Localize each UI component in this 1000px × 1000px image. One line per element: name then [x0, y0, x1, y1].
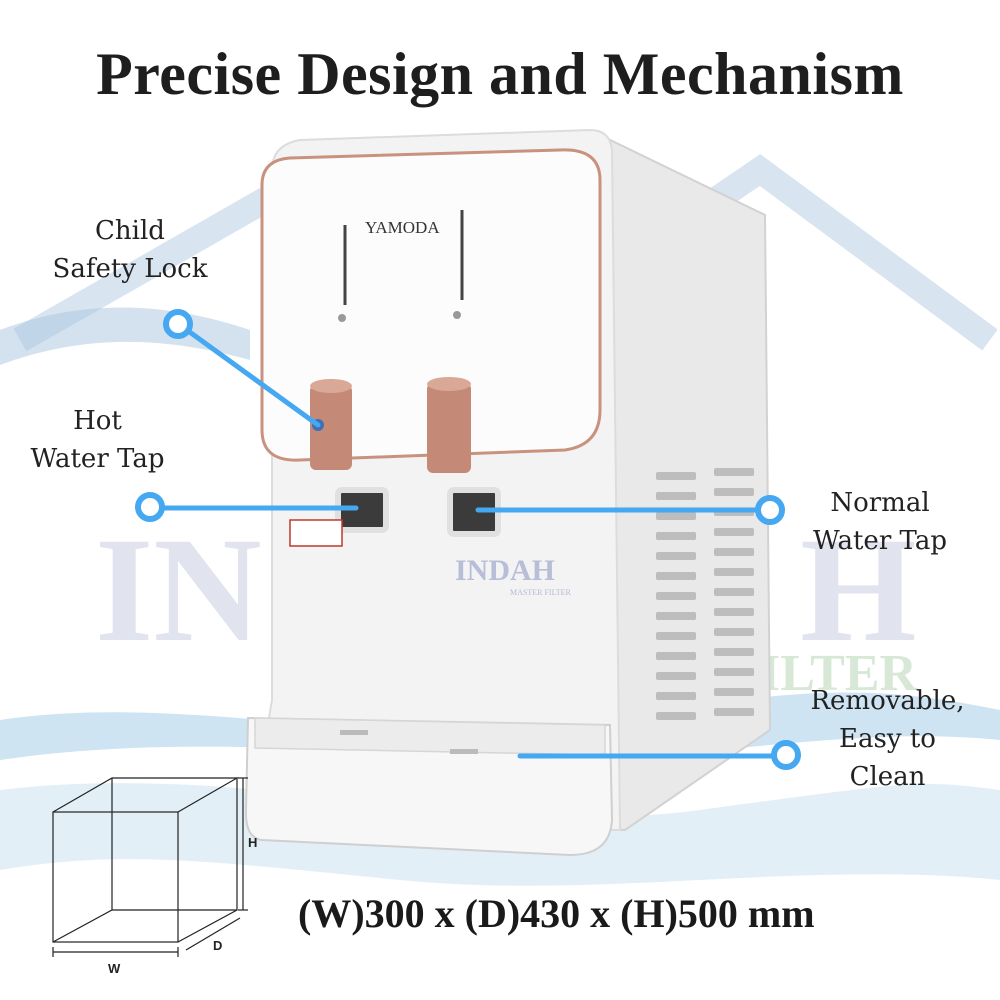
- child-lock-label-line2: Safety Lock: [52, 254, 208, 284]
- side-vent-slat: [656, 712, 696, 720]
- watermark-logo-text: INDAH: [455, 554, 555, 587]
- side-vent-slat: [714, 708, 754, 716]
- side-vent-slat: [714, 628, 754, 636]
- water-dispenser-illustration: YAMODA: [244, 128, 772, 857]
- tray-label-line1: Removable,: [810, 686, 965, 716]
- cube-w-label: W: [108, 961, 121, 976]
- side-vent-slat: [714, 608, 754, 616]
- side-vents: [656, 468, 754, 720]
- side-vent-slat: [714, 568, 754, 576]
- child-lock-label-line1: Child: [95, 216, 165, 246]
- child-lock-callout-line: [177, 322, 321, 428]
- dimensions-text: (W)300 x (D)430 x (H)500 mm: [298, 891, 815, 936]
- warning-sticker: [289, 519, 343, 547]
- child-lock-callout-dot: [163, 309, 193, 339]
- drip-tray-grill: [254, 717, 606, 756]
- side-vent-slat: [656, 652, 696, 660]
- side-vent-slat: [714, 688, 754, 696]
- normal-indicator-dot: [453, 311, 461, 319]
- tray-slot-left: [340, 730, 368, 735]
- side-vent-slat: [656, 492, 696, 500]
- side-vent-slat: [656, 692, 696, 700]
- hot-indicator-dot: [338, 314, 346, 322]
- side-vent-slat: [656, 472, 696, 480]
- tray-label-line3: Clean: [849, 762, 926, 792]
- side-vent-slat: [656, 612, 696, 620]
- normal-tap-label-line2: Water Tap: [813, 526, 947, 556]
- dispenser-side-panel: [598, 133, 772, 831]
- side-vent-slat: [656, 512, 696, 520]
- tray-label: Removable, Easy to Clean: [800, 682, 975, 796]
- hot-tap-top: [310, 379, 352, 393]
- hot-tap: [310, 385, 352, 470]
- cube-d-label: D: [213, 938, 222, 953]
- side-vent-slat: [714, 668, 754, 676]
- dimension-cube-icon: [52, 777, 248, 957]
- side-vent-slat: [656, 552, 696, 560]
- side-vent-slat: [714, 588, 754, 596]
- side-vent-slat: [714, 548, 754, 556]
- tray-label-line2: Easy to: [839, 724, 936, 754]
- hot-tap-callout-dot: [135, 492, 165, 522]
- normal-tap-label-line1: Normal: [830, 488, 930, 518]
- normal-tap-callout-dot: [755, 495, 785, 525]
- side-vent-slat: [656, 632, 696, 640]
- side-vent-slat: [714, 648, 754, 656]
- watermark-letters: IN H: [95, 507, 917, 673]
- watermark-logo-subtitle: MASTER FILTER: [510, 588, 571, 597]
- tray-slot-right: [450, 749, 478, 754]
- hot-tap-label: Hot Water Tap: [10, 402, 185, 478]
- side-vent-slat: [714, 468, 754, 476]
- side-vent-slat: [656, 532, 696, 540]
- cube-h-label: H: [248, 835, 257, 850]
- child-lock-label: Child Safety Lock: [30, 212, 230, 288]
- side-vent-slat: [656, 572, 696, 580]
- side-vent-slat: [656, 672, 696, 680]
- normal-tap-top: [427, 377, 471, 391]
- watermark-letters-left: IN: [95, 507, 262, 673]
- hot-tap-label-line2: Water Tap: [30, 444, 165, 474]
- normal-tap-label: Normal Water Tap: [795, 484, 965, 560]
- side-vent-slat: [714, 488, 754, 496]
- side-vent-slat: [656, 592, 696, 600]
- hot-tap-label-line1: Hot: [73, 406, 122, 436]
- tray-callout-dot: [771, 740, 801, 770]
- side-vent-slat: [714, 528, 754, 536]
- watermark-word-filter: ILTER: [760, 645, 919, 702]
- normal-tap: [427, 383, 471, 473]
- page-title: Precise Design and Mechanism: [96, 41, 904, 107]
- watermark-letters-right: H: [800, 507, 917, 673]
- brand-logo: YAMODA: [365, 218, 440, 237]
